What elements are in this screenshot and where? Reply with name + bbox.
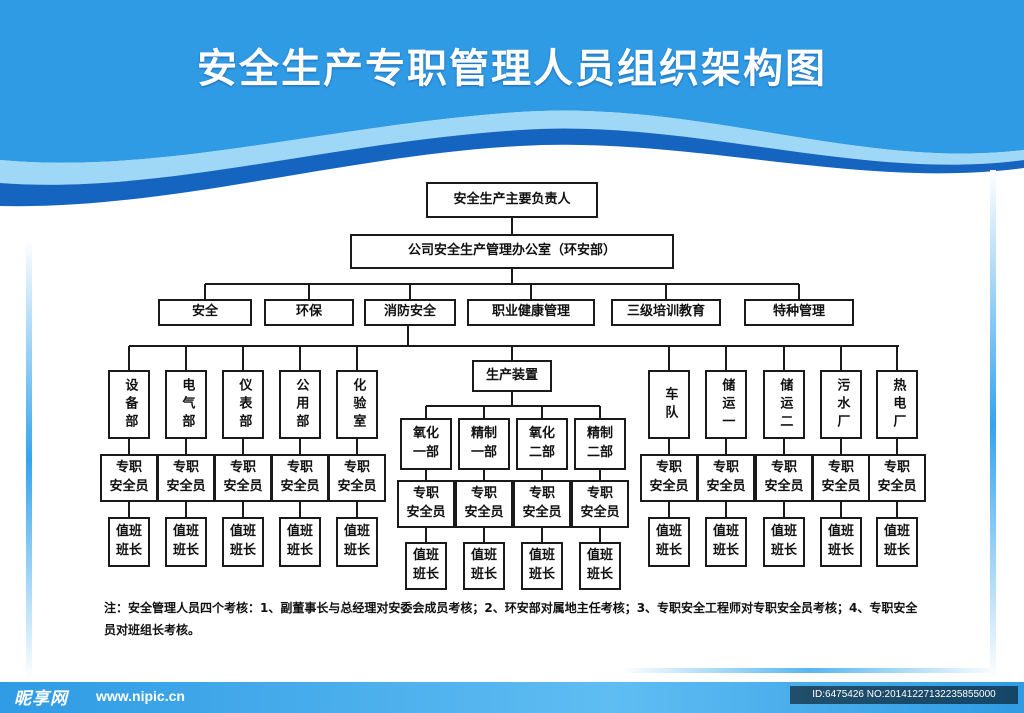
- category-node-1: 安全: [158, 299, 252, 326]
- category-node-3: 消防安全: [364, 299, 456, 326]
- right-shift-leader-4: 值班班长: [820, 517, 862, 567]
- right-shift-leader-3: 值班班长: [763, 517, 805, 567]
- left-dept-2: 电气部: [165, 370, 207, 439]
- left-shift-leader-5: 值班班长: [336, 517, 378, 567]
- mid-shift-leader-1: 值班班长: [405, 542, 447, 590]
- right-shift-leader-2: 值班班长: [705, 517, 747, 567]
- right-dept-3: 储运二: [763, 370, 805, 439]
- right-safety-officer-2: 专职安全员: [697, 454, 755, 502]
- left-dept-4: 公用部: [279, 370, 321, 439]
- category-node-2: 环保: [264, 299, 354, 326]
- mid-shift-leader-4: 值班班长: [579, 542, 621, 590]
- bottom-decor-bar: [620, 668, 1000, 673]
- watermark-site: www.nipic.cn: [96, 688, 185, 704]
- right-safety-officer-1: 专职安全员: [640, 454, 698, 502]
- left-safety-officer-1: 专职安全员: [100, 454, 158, 502]
- left-safety-officer-2: 专职安全员: [157, 454, 215, 502]
- mid-safety-officer-2: 专职安全员: [455, 480, 513, 528]
- production-unit-2: 精制一部: [458, 418, 510, 470]
- mid-safety-officer-1: 专职安全员: [397, 480, 455, 528]
- office-node: 公司安全生产管理办公室（环安部）: [350, 234, 674, 269]
- header-wave-graphic: [0, 0, 1024, 207]
- mid-safety-officer-4: 专职安全员: [571, 480, 629, 528]
- right-decor-bar: [990, 170, 996, 680]
- left-safety-officer-4: 专职安全员: [271, 454, 329, 502]
- right-dept-1: 车队: [648, 370, 690, 439]
- right-shift-leader-1: 值班班长: [648, 517, 690, 567]
- right-dept-5: 热电厂: [876, 370, 918, 439]
- mid-shift-leader-2: 值班班长: [463, 542, 505, 590]
- production-unit-4: 精制二部: [574, 418, 626, 470]
- watermark-logo: 昵享网: [14, 689, 68, 709]
- right-safety-officer-5: 专职安全员: [868, 454, 926, 502]
- root-node: 安全生产主要负责人: [426, 182, 598, 218]
- category-node-6: 特种管理: [744, 299, 854, 326]
- right-shift-leader-5: 值班班长: [876, 517, 918, 567]
- left-dept-1: 设备部: [108, 370, 150, 439]
- left-shift-leader-4: 值班班长: [279, 517, 321, 567]
- left-shift-leader-2: 值班班长: [165, 517, 207, 567]
- production-unit-1: 氧化一部: [400, 418, 452, 470]
- header-banner: [0, 0, 1024, 210]
- left-dept-3: 仪表部: [222, 370, 264, 439]
- left-safety-officer-5: 专职安全员: [328, 454, 386, 502]
- production-unit-3: 氧化二部: [516, 418, 568, 470]
- image-id-label: ID:6475426 NO:20141227132235855000: [790, 686, 1018, 704]
- category-node-4: 职业健康管理: [467, 299, 595, 326]
- category-node-5: 三级培训教育: [611, 299, 721, 326]
- left-safety-officer-3: 专职安全员: [214, 454, 272, 502]
- page-title: 安全生产专职管理人员组织架构图: [197, 46, 827, 92]
- left-shift-leader-3: 值班班长: [222, 517, 264, 567]
- left-dept-5: 化验室: [336, 370, 378, 439]
- right-dept-2: 储运一: [705, 370, 747, 439]
- left-shift-leader-1: 值班班长: [108, 517, 150, 567]
- mid-safety-officer-3: 专职安全员: [513, 480, 571, 528]
- right-safety-officer-4: 专职安全员: [812, 454, 870, 502]
- left-decor-bar: [26, 240, 32, 680]
- mid-shift-leader-3: 值班班长: [521, 542, 563, 590]
- right-dept-4: 污水厂: [820, 370, 862, 439]
- production-node: 生产装置: [472, 360, 552, 392]
- right-safety-officer-3: 专职安全员: [755, 454, 813, 502]
- assessment-note: 注：安全管理人员四个考核：1、副董事长与总经理对安委会成员考核；2、环安部对属地…: [104, 601, 918, 637]
